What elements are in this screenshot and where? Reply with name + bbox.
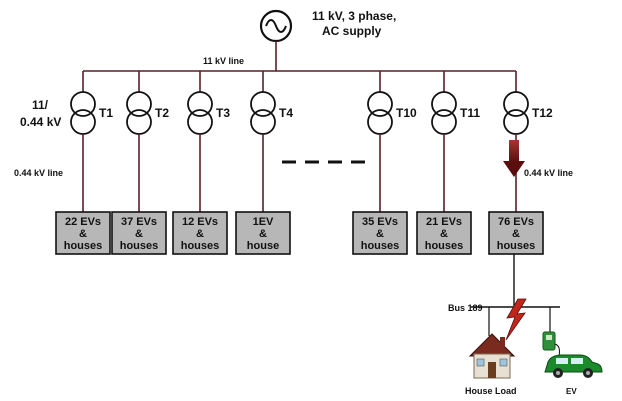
load-box-text: houses [120, 240, 159, 252]
transformer-label: T10 [396, 106, 417, 120]
transformer-t10: T10 35 EVs&houses [352, 71, 417, 255]
load-box-text: & [135, 228, 143, 240]
ev-charger-icon [542, 331, 560, 357]
transformer-t3: T3 12 EVs&houses [172, 71, 230, 255]
load-box-text: 21 EVs [426, 216, 462, 228]
transformer-coil-icon [250, 91, 276, 117]
load-box-text: 76 EVs [498, 216, 534, 228]
load-box [111, 211, 167, 255]
ev-label: EV [566, 387, 577, 396]
load-box-text: & [376, 228, 384, 240]
electric-car-icon [544, 354, 603, 378]
load-box-text: 22 EVs [65, 216, 101, 228]
load-box-text: houses [497, 240, 536, 252]
ratio-label-line2: 0.44 kV [20, 115, 61, 129]
house-load-label: House Load [465, 386, 517, 396]
load-box [235, 211, 291, 255]
transformer-coil-icon [187, 91, 213, 117]
load-box-text: 35 EVs [362, 216, 398, 228]
transformer-coil-icon [70, 91, 96, 117]
transformer-label: T1 [99, 106, 113, 120]
transformer-t2: T2 37 EVs&houses [111, 71, 169, 255]
transformer-coil-icon [126, 91, 152, 117]
load-box-text: houses [361, 240, 400, 252]
transformer-label: T11 [460, 106, 480, 120]
transformer-coil-icon [431, 91, 457, 117]
load-box-text: houses [64, 240, 103, 252]
load-box [55, 211, 111, 255]
house-icon [468, 333, 516, 379]
transformer-t11: T11 21 EVs&houses [416, 71, 480, 255]
load-box-text: & [440, 228, 448, 240]
load-box-text: houses [181, 240, 220, 252]
load-box [352, 211, 408, 255]
line-044kv-label-left: 0.44 kV line [14, 168, 63, 178]
load-box-text: & [196, 228, 204, 240]
line-044kv-label-right: 0.44 kV line [524, 168, 573, 178]
load-box-text: & [79, 228, 87, 240]
transformer-label: T3 [216, 106, 230, 120]
transformer-t1: T1 22 EVs&houses [55, 71, 113, 255]
lightning-icon [505, 298, 527, 341]
transformer-t12: T12 76 EVs&houses [488, 71, 553, 255]
load-box-text: 1EV [253, 216, 274, 228]
bus-11kv-label: 11 kV line [203, 56, 244, 66]
load-box-text: & [512, 228, 520, 240]
ac-source-icon [259, 9, 293, 43]
load-box-text: house [247, 240, 279, 252]
transformer-t4: T4 1EV&house [235, 71, 293, 255]
load-box-text: houses [425, 240, 464, 252]
transformer-coil-icon [367, 91, 393, 117]
load-box [488, 211, 544, 255]
load-box [416, 211, 472, 255]
load-box-text: 12 EVs [182, 216, 218, 228]
transformer-label: T12 [532, 106, 553, 120]
bus-189-label: Bus 189 [448, 303, 483, 313]
ratio-label-line1: 11/ [32, 98, 49, 112]
transformer-label: T4 [279, 106, 293, 120]
supply-label-line1: 11 kV, 3 phase, [312, 9, 396, 23]
load-box [172, 211, 228, 255]
transformer-coil-icon [503, 91, 529, 117]
load-box-text: & [259, 228, 267, 240]
power-flow-arrow-icon [503, 140, 525, 177]
supply-label-line2: AC supply [322, 24, 382, 38]
transformer-label: T2 [155, 106, 169, 120]
load-box-text: 37 EVs [121, 216, 157, 228]
